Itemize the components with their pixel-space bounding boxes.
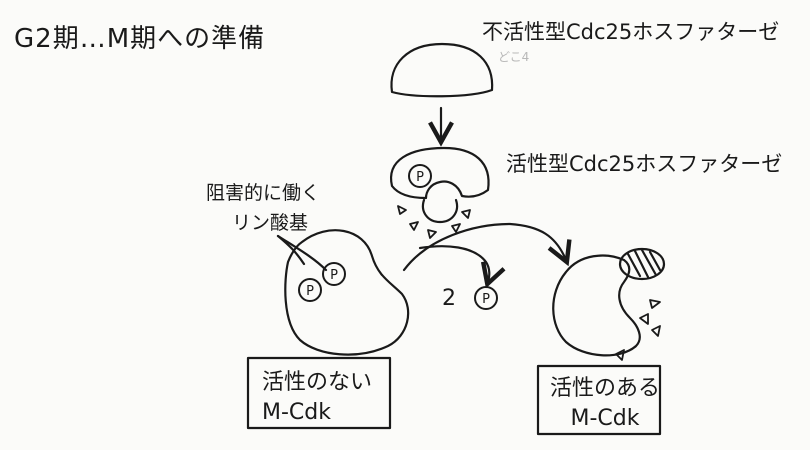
inactive-mcdk-label: 活性のない M-Cdk <box>262 368 372 428</box>
active-cdc25-label: 活性型Cdc25ホスファターゼ <box>506 152 783 176</box>
cdc25-phosphate-circle <box>408 164 432 188</box>
inactive-cdc25-label: 不活性型Cdc25ホスファターゼ <box>482 20 780 44</box>
triangle-5 <box>461 209 471 219</box>
triangle-2 <box>409 221 419 231</box>
active-mcdk-label: 活性のある M-Cdk <box>550 374 660 434</box>
triangle-7 <box>639 313 649 325</box>
released-phosphate-circle <box>474 286 498 310</box>
inactive-mcdk-shape <box>284 229 410 356</box>
cdc25-phosphate-symbol: P <box>416 170 424 185</box>
inactive-mcdk-label-line2: M-Cdk <box>262 400 331 425</box>
active-mcdk-label-line2: M-Cdk <box>570 406 640 431</box>
inhibitory-phosphate-label-line1: 阻害的に働く <box>206 182 321 204</box>
triangle-6 <box>649 299 661 309</box>
triangle-8 <box>651 325 661 337</box>
label-pointer-2 <box>276 234 328 272</box>
faint-note: どこ4 <box>498 50 530 64</box>
inhibitory-phosphate-circle-1 <box>298 278 322 302</box>
inactive-mcdk-box <box>246 356 392 430</box>
triangle-9 <box>615 349 625 361</box>
active-mcdk-label-line1: 活性のある <box>550 376 661 401</box>
inhibitory-phosphate-symbol-1: P <box>306 284 314 299</box>
inactive-mcdk-label-line1: 活性のない <box>262 370 373 395</box>
active-mcdk-box <box>536 364 662 436</box>
phosphate-release-arrow <box>418 245 489 282</box>
active-cdc25-shape <box>389 146 490 200</box>
active-mcdk-shape <box>552 254 641 357</box>
triangle-3 <box>427 229 437 239</box>
inactive-cdc25-shape <box>390 42 494 98</box>
released-phosphate-count: 2 <box>442 286 456 311</box>
activation-curve-arrow <box>402 222 566 272</box>
triangle-4 <box>451 223 461 233</box>
triangle-1 <box>397 205 407 215</box>
cdc25-small-knob <box>421 198 459 224</box>
released-phosphate-symbol: P <box>482 292 490 307</box>
page-title: G2期…M期への準備 <box>14 24 266 54</box>
inhibitory-phosphate-circle-2 <box>322 262 346 286</box>
inhibitory-phosphate-label-line2: リン酸基 <box>232 212 309 234</box>
inhibitory-phosphate-symbol-2: P <box>330 268 338 283</box>
